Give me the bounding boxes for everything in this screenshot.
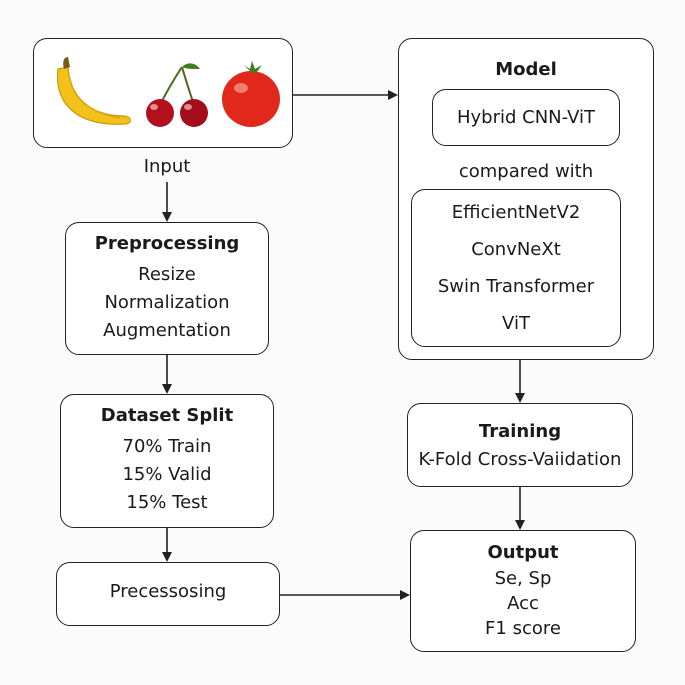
output-box: Output Se, Sp Acc F1 score — [410, 530, 636, 652]
baseline-efficientnetv2: EfficientNetV2 — [451, 202, 581, 223]
baseline-swin-transformer: Swin Transformer — [437, 276, 595, 297]
preprocessing-step-augmentation: Augmentation — [103, 319, 231, 341]
cherries-icon — [146, 63, 208, 127]
fruit-images — [56, 57, 280, 127]
dataset-split-box: Dataset Split 70% Train 15% Valid 15% Te… — [60, 394, 274, 528]
output-title: Output — [487, 541, 559, 563]
split-test: 15% Test — [126, 492, 208, 513]
main-model-label: Hybrid CNN-ViT — [456, 107, 595, 128]
output-metric-acc: Acc — [507, 592, 539, 614]
compared-with-label: compared with — [458, 161, 594, 182]
training-title: Training — [478, 420, 562, 442]
baseline-convnext: ConvNeXt — [471, 239, 561, 260]
split-valid: 15% Valid — [122, 464, 212, 485]
input-label: Input — [143, 156, 191, 177]
banana-icon — [56, 57, 131, 125]
input-box — [33, 38, 293, 148]
model-title: Model — [495, 59, 557, 80]
preprocessing-step-resize: Resize — [138, 263, 196, 285]
tomato-icon — [222, 61, 280, 127]
preprocessing-title: Preprocessing — [94, 232, 240, 254]
output-metric-f1: F1 score — [485, 617, 561, 639]
main-model-box: Hybrid CNN-ViT — [432, 89, 620, 146]
processing-box: Precessosing — [56, 562, 280, 626]
output-metric-se-sp: Se, Sp — [494, 567, 552, 589]
training-box: Training K-Fold Cross-Vaiidation — [407, 403, 633, 487]
split-train: 70% Train — [122, 436, 212, 457]
processing-label: Precessosing — [109, 580, 227, 602]
baseline-vit: ViT — [502, 313, 530, 334]
model-box: Model Hybrid CNN-ViT compared with Effic… — [398, 38, 654, 360]
preprocessing-box: Preprocessing Resize Normalization Augme… — [65, 222, 269, 355]
preprocessing-step-normalization: Normalization — [104, 291, 230, 313]
baseline-models-box: EfficientNetV2 ConvNeXt Swin Transformer… — [411, 189, 621, 347]
training-method: K-Fold Cross-Vaiidation — [418, 448, 622, 470]
dataset-split-title: Dataset Split — [100, 405, 234, 426]
